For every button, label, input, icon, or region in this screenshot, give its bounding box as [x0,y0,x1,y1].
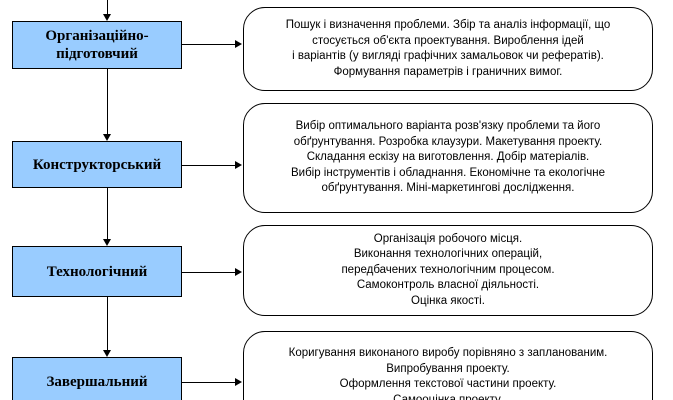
arrow-down-icon [103,134,111,141]
description-box-design: Вибір оптимального варіанта розв'язку пр… [243,103,653,213]
connector-line-2-3 [107,188,108,239]
arrow-right-icon [235,268,242,276]
description-box-final: Коригування виконаного виробу порівняно … [243,331,653,400]
connector-line-stage3-desc [182,272,235,273]
description-box-organizational-preparatory: Пошук і визначення проблеми. Збір та ана… [243,7,653,91]
arrow-down-icon [103,350,111,357]
stage-box-technological: Технологічний [12,246,182,297]
connector-line-stage1-desc [182,44,235,45]
arrow-right-icon [235,40,242,48]
arrow-right-icon [235,161,242,169]
connector-line-top [107,0,108,15]
arrow-right-icon [235,378,242,386]
stage-box-organizational-preparatory: Організаційно- підготовчий [12,21,182,69]
connector-line-3-4 [107,297,108,350]
description-box-technological: Організація робочого місця. Виконання те… [243,225,653,316]
stage-box-design: Конструкторський [12,141,182,188]
connector-line-1-2 [107,68,108,134]
connector-line-stage4-desc [182,382,235,383]
stage-box-final: Завершальний [12,357,182,400]
arrow-down-icon [103,14,111,21]
arrow-down-icon [103,239,111,246]
connector-line-stage2-desc [182,165,235,166]
